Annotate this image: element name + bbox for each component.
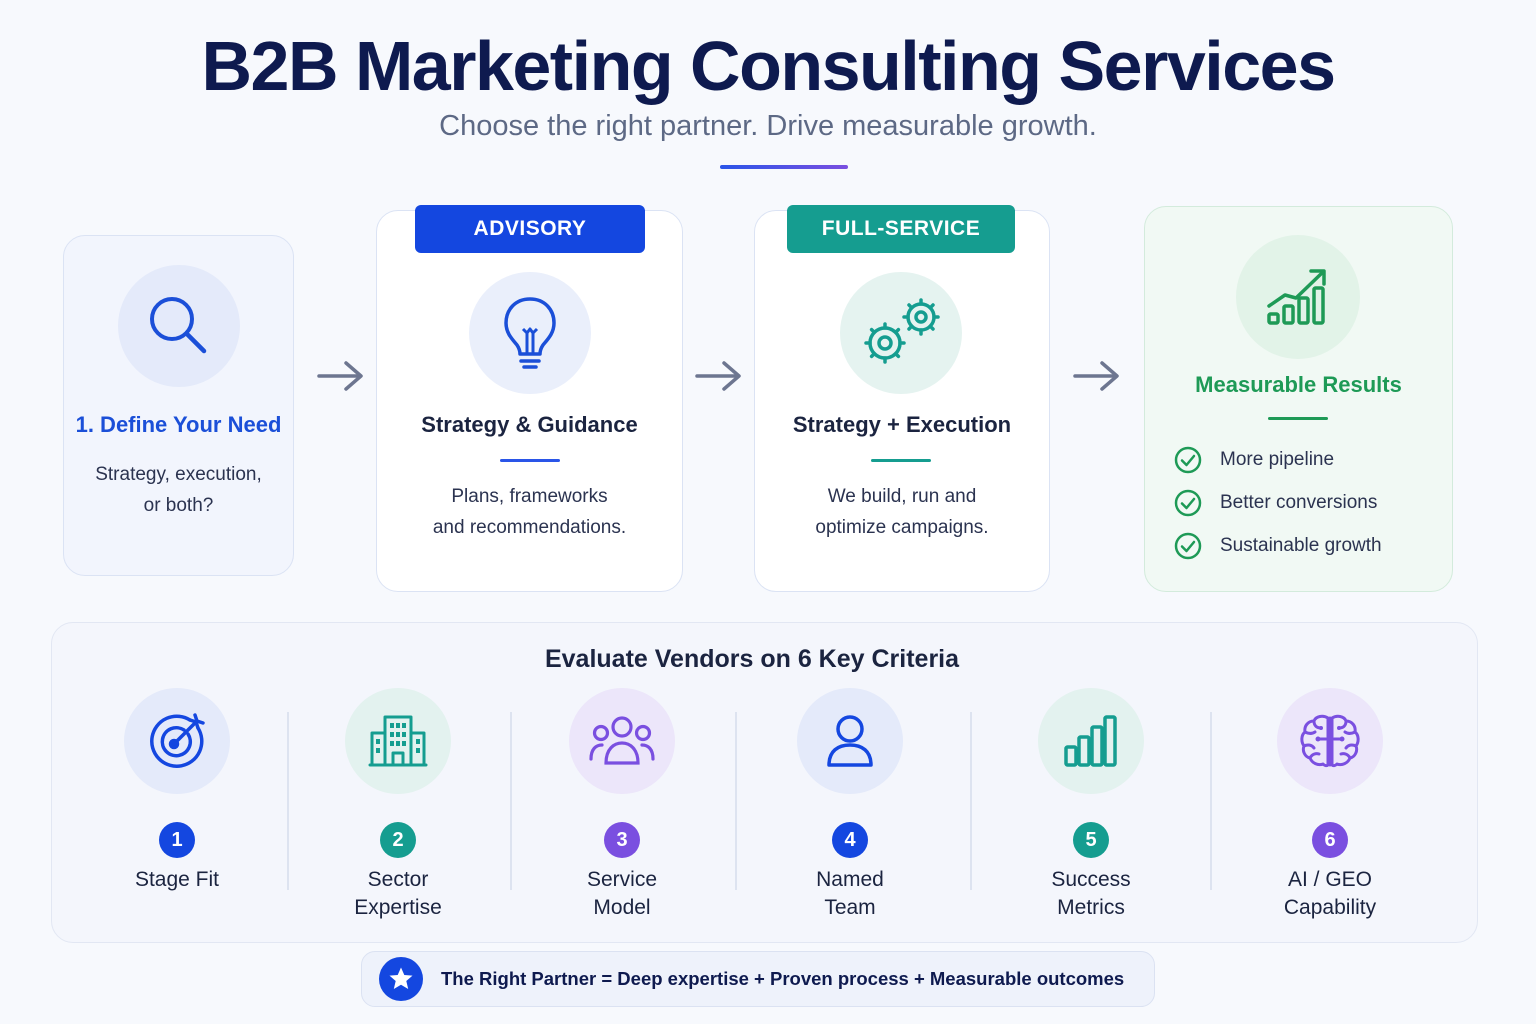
arrow-right-icon: [1073, 361, 1119, 391]
define-need-description-line: Strategy, execution,: [95, 464, 262, 485]
results-bullet: Sustainable growth: [1174, 524, 1444, 567]
footer-banner: The Right Partner = Deep expertise + Pro…: [361, 951, 1155, 1007]
results-title: Measurable Results: [1195, 372, 1402, 397]
criterion-service-model: 3 Service Model: [522, 688, 722, 922]
full-service-icon-circle: [840, 272, 962, 394]
criterion-icon-circle: [1277, 688, 1383, 794]
criterion-sector-expertise: 2 Sector Expertise: [298, 688, 498, 922]
growth-chart-icon: [1267, 269, 1326, 325]
define-need-description-line: or both?: [143, 495, 214, 516]
criterion-number-badge: 4: [832, 822, 868, 858]
criterion-number-badge: 1: [159, 822, 195, 858]
results-bullet: More pipeline: [1174, 438, 1444, 481]
criteria-divider: [510, 712, 512, 890]
target-icon: [150, 713, 205, 768]
advisory-icon-circle: [469, 272, 591, 394]
criteria-divider: [287, 712, 289, 890]
criterion-stage-fit: 1 Stage Fit: [77, 688, 277, 894]
criteria-panel: [51, 622, 1478, 943]
results-bullet: Better conversions: [1174, 481, 1444, 524]
results-icon-circle: [1236, 235, 1360, 359]
full-service-description-line: We build, run and: [827, 486, 977, 507]
full-service-description: We build, run and optimize campaigns.: [754, 481, 1050, 543]
define-need-title: 1. Define Your Need: [75, 412, 282, 437]
check-circle-icon: [1174, 532, 1202, 559]
criterion-label: Service Model: [586, 868, 658, 919]
results-rule: [1268, 417, 1328, 420]
criterion-label: Success Metrics: [1051, 868, 1131, 919]
criteria-divider: [1210, 712, 1212, 890]
team-icon: [589, 716, 655, 765]
gears-icon: [864, 298, 940, 364]
advisory-description-line: Plans, frameworks: [451, 486, 608, 507]
criterion-icon-circle: [345, 688, 451, 794]
building-icon: [368, 715, 428, 767]
results-bullet-list: More pipeline Better conversions Sustain…: [1174, 438, 1444, 567]
advisory-description: Plans, frameworks and recommendations.: [376, 481, 683, 543]
arrow-right-icon: [695, 361, 741, 391]
advisory-title: Strategy & Guidance: [421, 412, 638, 437]
full-service-description-line: optimize campaigns.: [815, 517, 989, 538]
arrow-right-icon: [317, 361, 363, 391]
lightbulb-icon: [504, 297, 556, 369]
criteria-title: Evaluate Vendors on 6 Key Criteria: [544, 645, 960, 673]
criterion-ai-geo-capability: 6 AI / GEO Capability: [1230, 688, 1430, 922]
page-title: B2B Marketing Consulting Services: [201, 27, 1336, 105]
criterion-icon-circle: [797, 688, 903, 794]
results-bullet-text: Sustainable growth: [1220, 534, 1382, 556]
criterion-label: AI / GEO Capability: [1283, 868, 1377, 919]
criterion-number-badge: 6: [1312, 822, 1348, 858]
person-icon: [827, 715, 873, 767]
full-service-rule: [871, 459, 931, 462]
criteria-divider: [970, 712, 972, 890]
brain-icon: [1300, 714, 1360, 768]
criterion-label: Sector Expertise: [354, 868, 442, 919]
criterion-number-badge: 3: [604, 822, 640, 858]
criterion-label: Named Team: [816, 868, 884, 919]
check-circle-icon: [1174, 489, 1202, 516]
full-service-badge: FULL-SERVICE: [787, 205, 1015, 253]
bar-chart-icon: [1064, 715, 1117, 767]
define-need-description: Strategy, execution, or both?: [63, 459, 294, 521]
footer-text: The Right Partner = Deep expertise + Pro…: [441, 968, 1125, 989]
criterion-icon-circle: [569, 688, 675, 794]
results-bullet-text: More pipeline: [1220, 448, 1335, 470]
advisory-badge: ADVISORY: [415, 205, 645, 253]
advisory-description-line: and recommendations.: [432, 517, 627, 538]
criterion-icon-circle: [124, 688, 230, 794]
criterion-named-team: 4 Named Team: [750, 688, 950, 922]
advisory-rule: [500, 459, 560, 462]
criterion-icon-circle: [1038, 688, 1144, 794]
title-underline: [720, 165, 848, 169]
star-icon-badge: [379, 957, 423, 1001]
criterion-number-badge: 2: [380, 822, 416, 858]
page-subtitle: Choose the right partner. Drive measurab…: [439, 110, 1097, 142]
criterion-success-metrics: 5 Success Metrics: [991, 688, 1191, 922]
check-circle-icon: [1174, 446, 1202, 473]
criteria-divider: [735, 712, 737, 890]
criterion-number-badge: 5: [1073, 822, 1109, 858]
full-service-title: Strategy + Execution: [792, 412, 1012, 437]
star-icon: [389, 967, 413, 989]
define-need-icon-circle: [118, 265, 240, 387]
search-icon: [150, 297, 207, 354]
criterion-label: Stage Fit: [134, 868, 220, 891]
results-bullet-text: Better conversions: [1220, 491, 1378, 513]
